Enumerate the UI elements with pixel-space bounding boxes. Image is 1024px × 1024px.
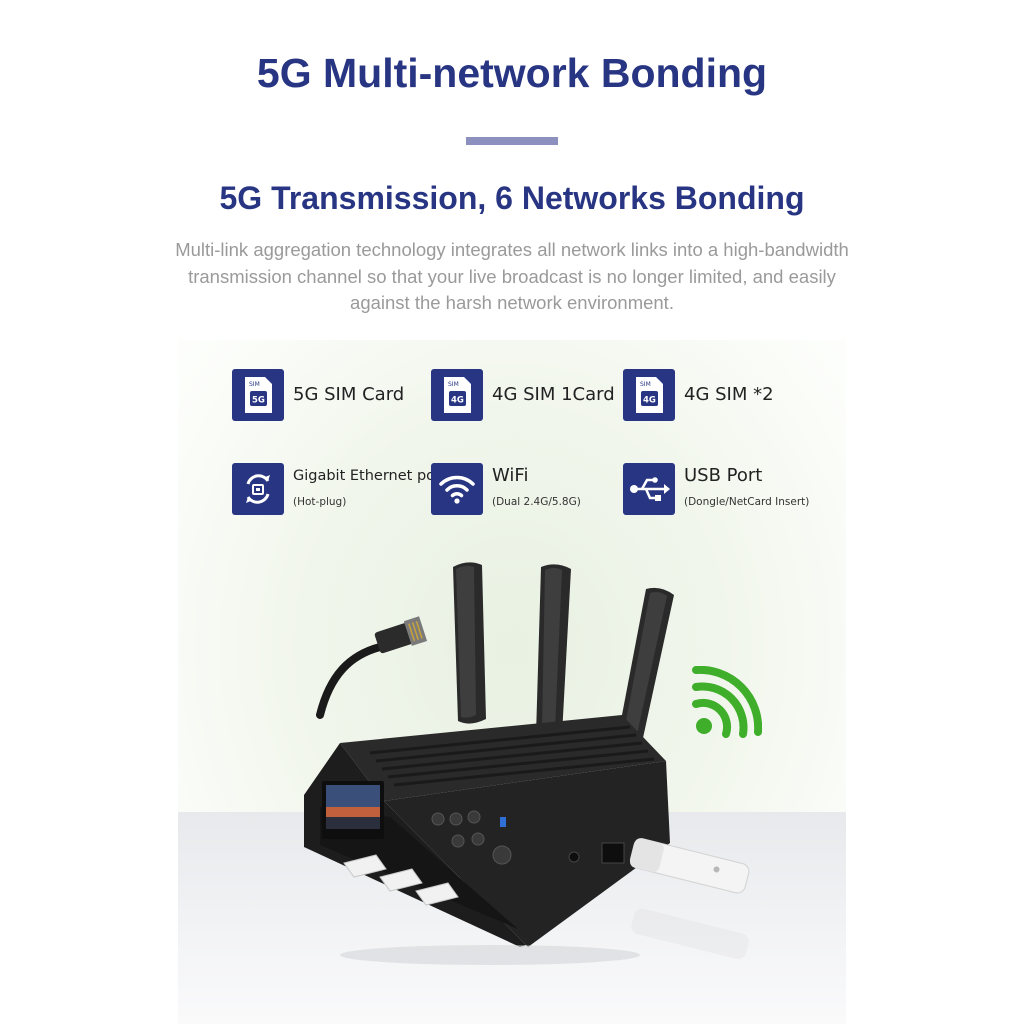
power-jack xyxy=(568,851,580,863)
feature-label: 5G SIM Card xyxy=(293,384,405,405)
rj45-connector xyxy=(374,616,428,654)
ethernet-cable xyxy=(316,643,384,719)
page-title: 5G Multi-network Bonding xyxy=(256,50,768,96)
feature-label: WiFi xyxy=(492,465,529,486)
antenna xyxy=(453,562,486,724)
usb-dongle-reflection xyxy=(631,908,749,960)
feature-sublabel: (Dual 2.4G/5.8G) xyxy=(492,496,581,508)
feature-label: 4G SIM 1Card xyxy=(492,384,615,405)
device-button xyxy=(471,832,485,846)
device-shadow xyxy=(340,945,640,965)
usb-icon xyxy=(623,463,675,515)
device-button xyxy=(431,812,445,826)
ethernet-icon xyxy=(232,463,284,515)
status-led xyxy=(500,817,506,827)
svg-text:SIM: SIM xyxy=(249,381,260,388)
feature-label: USB Port xyxy=(684,465,763,486)
sim-5g-icon: SIM 5G xyxy=(232,369,284,421)
svg-text:4G: 4G xyxy=(451,396,464,406)
title-divider xyxy=(466,137,558,145)
device-button xyxy=(449,812,463,826)
sim-4g-icon: SIM 4G xyxy=(431,369,483,421)
wifi-signal-icon xyxy=(692,666,762,738)
sim-card xyxy=(343,854,387,878)
svg-text:SIM: SIM xyxy=(640,381,651,388)
sim-card xyxy=(415,882,459,906)
sim-4g-icon: SIM 4G xyxy=(623,369,675,421)
antenna xyxy=(614,587,674,763)
svg-text:5G: 5G xyxy=(252,396,265,406)
feature-label: Gigabit Ethernet port xyxy=(293,468,447,484)
power-button xyxy=(492,845,512,865)
feature-sublabel: (Dongle/NetCard Insert) xyxy=(684,496,810,508)
svg-text:SIM: SIM xyxy=(448,381,459,388)
page-subtitle: 5G Transmission, 6 Networks Bonding xyxy=(219,180,805,216)
feature-sublabel: (Hot-plug) xyxy=(293,496,347,508)
device-side xyxy=(384,761,670,947)
bonding-encoder-device xyxy=(304,562,750,965)
svg-text:4G: 4G xyxy=(643,396,656,406)
device-button xyxy=(467,810,481,824)
wifi-icon xyxy=(431,463,483,515)
feature-label: 4G SIM *2 xyxy=(684,384,774,405)
sim-card xyxy=(379,868,423,892)
device-button xyxy=(451,834,465,848)
antenna xyxy=(536,564,571,738)
page-description: Multi-link aggregation technology integr… xyxy=(175,239,849,313)
usb-dongle xyxy=(629,838,750,894)
ethernet-port xyxy=(601,842,625,864)
